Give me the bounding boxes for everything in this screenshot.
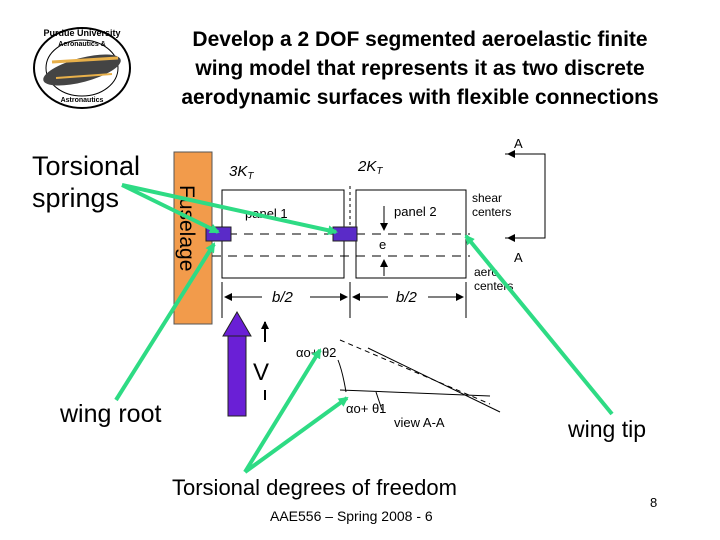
e-label: e: [379, 237, 386, 252]
shear-centers-label-1: shear: [472, 191, 502, 205]
spring-1-label: 3KT: [229, 163, 254, 182]
page-number: 8: [650, 495, 658, 510]
title-line-3: aerodynamic surfaces with flexible conne…: [181, 86, 659, 109]
wing-tip-label: wing tip: [568, 416, 646, 442]
section-a-top: A: [514, 136, 523, 151]
slide-footer: AAE556 – Spring 2008 - 6: [270, 508, 433, 524]
dimension-b-half-2: b/2: [396, 289, 418, 306]
dimension-b-half-1: b/2: [272, 289, 294, 306]
reference-line: [339, 339, 491, 405]
title-line-1: Develop a 2 DOF segmented aeroelastic fi…: [192, 28, 648, 51]
spring-2-label: 2KT: [357, 158, 383, 177]
velocity-arrow: [222, 311, 252, 417]
alpha-theta-1-label: αo+ θ1: [346, 401, 386, 416]
torsional-dof-label: Torsional degrees of freedom: [172, 475, 457, 500]
arrow-dof-1: [243, 396, 349, 474]
logo-text-top: Purdue University: [43, 28, 120, 38]
arrow-spring-2: [121, 183, 338, 236]
view-aa-label: view A-A: [394, 415, 445, 430]
arrow-wing-tip: [464, 234, 614, 416]
arrow-dof-2: [243, 348, 322, 474]
arrow-spring-1: [121, 183, 220, 234]
title-line-2: wing model that represents it as two dis…: [195, 57, 645, 80]
logo-text-mid: Aeronautics &: [58, 41, 105, 48]
torsional-springs-label: Torsional springs: [32, 151, 141, 213]
section-2-line: [367, 347, 501, 413]
arrow-wing-root: [114, 242, 216, 402]
section-a-bottom: A: [514, 250, 523, 265]
purdue-logo: Purdue University Aeronautics & Astronau…: [33, 27, 131, 109]
logo-text-bottom: Astronautics: [61, 97, 104, 104]
wing-root-label: wing root: [60, 400, 162, 428]
section-cut-bracket: [505, 153, 546, 239]
section-1-line: [339, 389, 491, 397]
velocity-label: V: [253, 359, 269, 386]
slide-title: Develop a 2 DOF segmented aeroelastic fi…: [135, 25, 705, 112]
shear-centers-label-2: centers: [472, 205, 511, 219]
panel-2-label: panel 2: [394, 204, 437, 219]
fuselage-label: Fuselage: [175, 185, 198, 271]
spring-2kt: [332, 226, 358, 242]
